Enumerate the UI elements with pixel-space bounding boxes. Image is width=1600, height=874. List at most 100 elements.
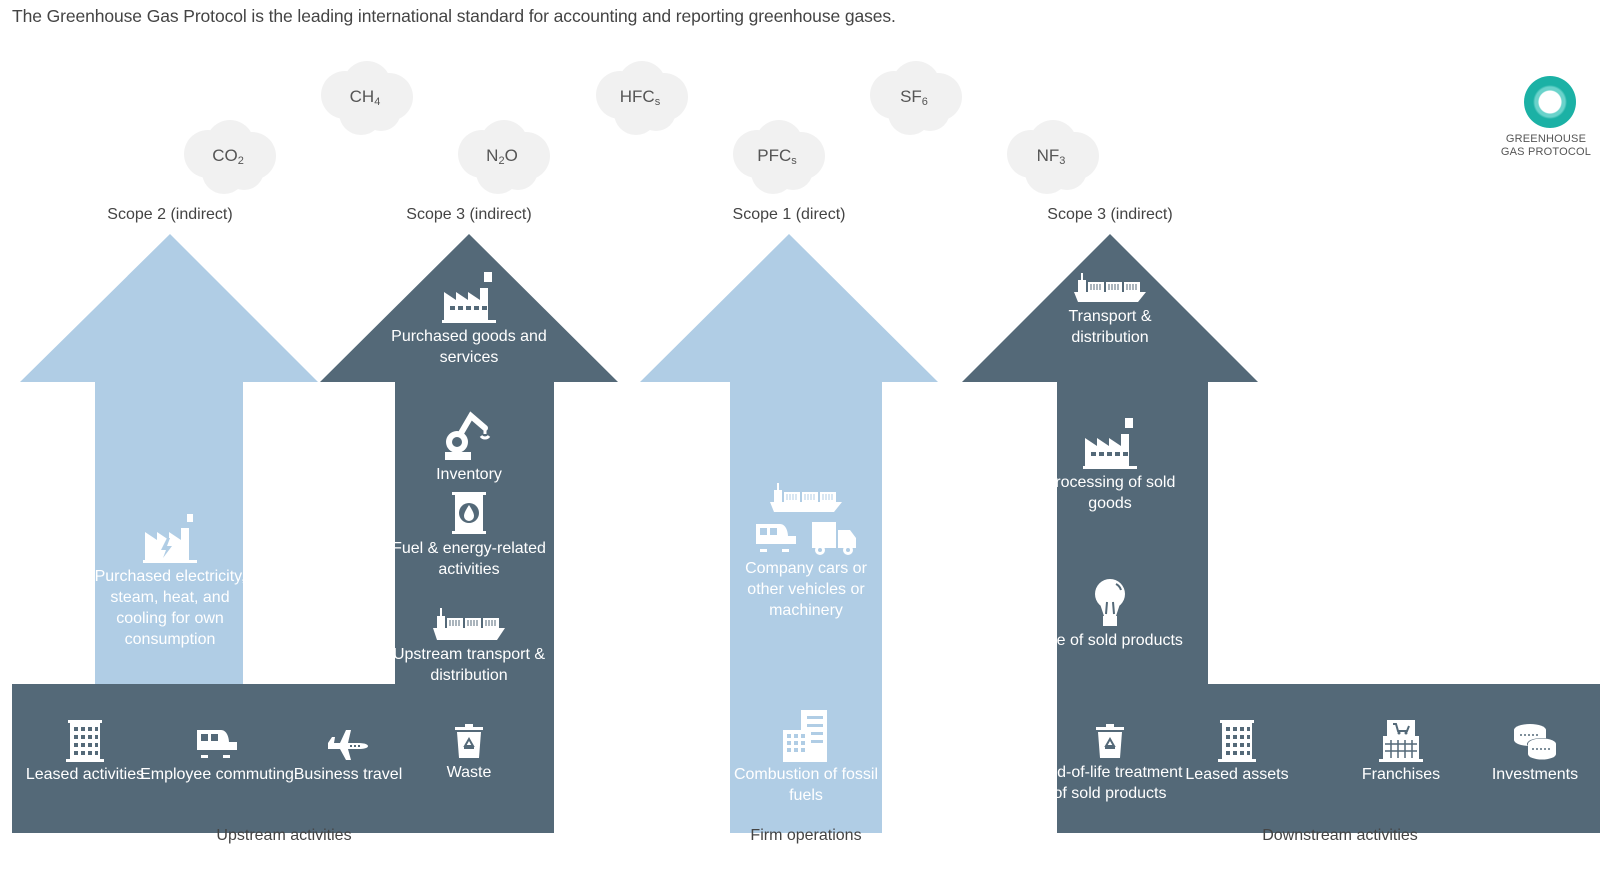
item-leased-assets: Leased assets xyxy=(1157,720,1317,785)
item-label: End-of-life treatment of sold products xyxy=(1037,764,1183,802)
item-label: Use of sold products xyxy=(1037,632,1183,649)
factory-icon xyxy=(442,272,496,323)
scope3-upstream-arrow xyxy=(12,234,618,833)
item-upstream-transport: Upstream transport & distribution xyxy=(389,606,549,686)
office-building-icon xyxy=(1218,720,1256,762)
item-purchased-goods: Purchased goods and services xyxy=(389,270,549,368)
item-label: Leased assets xyxy=(1185,766,1289,783)
scope-label-2: Scope 2 (indirect) xyxy=(107,206,233,223)
scope-label-3-downstream: Scope 3 (indirect) xyxy=(1047,206,1173,223)
cargo-ship-icon xyxy=(770,483,842,512)
item-business-travel: Business travel xyxy=(268,726,428,785)
cargo-ship-icon xyxy=(433,608,505,640)
item-inventory: Inventory xyxy=(389,406,549,485)
storefront-cart-icon xyxy=(1379,720,1423,762)
item-processing-sold: Processing of sold goods xyxy=(1030,416,1190,514)
item-transport-distribution: Transport & distribution xyxy=(1030,272,1190,348)
item-combustion: Combustion of fossil fuels xyxy=(726,710,886,806)
factory-icon xyxy=(1083,418,1137,469)
item-label: Leased activities xyxy=(25,766,145,783)
gas-subscript: 3 xyxy=(1059,155,1066,167)
gas-subscript: 2 xyxy=(498,155,505,167)
item-label: Fuel & energy-related activities xyxy=(392,540,546,578)
item-waste: Waste xyxy=(389,724,549,783)
item-end-of-life: End-of-life treatment of sold products xyxy=(1030,724,1190,804)
cloud-icon xyxy=(596,61,688,135)
gas-subscript: 2 xyxy=(237,155,244,167)
gas-label: HFC xyxy=(619,87,655,106)
item-label: Processing of sold goods xyxy=(1044,474,1176,512)
logo-line2: GAS PROTOCOL xyxy=(1500,146,1592,158)
item-label: Company cars or other vehicles or machin… xyxy=(745,560,867,619)
fuel-barrel-icon xyxy=(452,492,486,534)
item-label: Waste xyxy=(446,764,492,781)
gas-label: NF xyxy=(1036,146,1060,165)
robot-arm-icon xyxy=(445,411,491,460)
item-company-cars: Company cars or other vehicles or machin… xyxy=(726,482,886,621)
logo-line1: GREENHOUSE xyxy=(1505,133,1587,145)
item-leased-activities: Leased activities xyxy=(5,720,165,785)
item-purchased-electricity: Purchased electricity, steam, heat, and … xyxy=(90,510,250,650)
gas-label: CO xyxy=(212,146,238,165)
item-label: Transport & distribution xyxy=(1068,308,1152,346)
gas-cloud-nf3: NF3 xyxy=(1001,116,1101,196)
gas-cloud-ch4: CH4 xyxy=(315,57,415,137)
scope3-downstream-arrow xyxy=(962,234,1600,833)
item-label: Upstream transport & distribution xyxy=(392,646,546,684)
factory-lightning-icon xyxy=(143,514,197,563)
gas-subscript: 6 xyxy=(921,96,928,108)
item-investments: Investments xyxy=(1455,722,1600,785)
item-label: Franchises xyxy=(1361,766,1441,783)
gas-cloud-sf6: SF6 xyxy=(864,57,964,137)
section-firm: Firm operations xyxy=(750,827,862,844)
item-label: Purchased electricity, steam, heat, and … xyxy=(94,568,246,648)
gas-cloud-pfcs: PFCs xyxy=(727,116,827,196)
cloud-icon xyxy=(458,120,550,194)
gas-cloud-hfcs: HFCs xyxy=(590,57,690,137)
gas-subscript: s xyxy=(654,96,661,108)
item-label: Business travel xyxy=(293,766,403,783)
section-downstream: Downstream activities xyxy=(1262,827,1418,844)
gas-label-suffix: O xyxy=(504,146,518,165)
cargo-ship-icon xyxy=(1074,273,1146,302)
cloud-icon xyxy=(870,61,962,135)
section-upstream: Upstream activities xyxy=(216,827,352,844)
scope2-arrow xyxy=(20,234,318,684)
gas-cloud-n2o: N2O xyxy=(452,116,552,196)
item-fuel-energy: Fuel & energy-related activities xyxy=(389,490,549,580)
cloud-icon xyxy=(733,120,825,194)
item-employee-commuting: Employee commuting xyxy=(137,726,297,785)
gas-subscript: 4 xyxy=(374,96,381,108)
cloud-icon xyxy=(321,61,413,135)
gas-label: CH xyxy=(349,87,375,106)
train-icon xyxy=(197,730,237,758)
item-franchises: Franchises xyxy=(1321,720,1481,785)
gas-cloud-co2: CO2 xyxy=(178,116,278,196)
airplane-icon xyxy=(328,730,368,760)
office-building-icon xyxy=(66,720,104,762)
scope-label-3-upstream: Scope 3 (indirect) xyxy=(406,206,532,223)
item-label: Inventory xyxy=(436,466,502,483)
gas-label: N xyxy=(486,146,499,165)
item-label: Combustion of fossil fuels xyxy=(733,766,879,804)
recycle-bin-icon xyxy=(1096,724,1124,758)
cloud-icon xyxy=(1007,120,1099,194)
logo-ring-icon xyxy=(1524,76,1576,128)
buildings-icon xyxy=(783,710,827,762)
train-truck-icon xyxy=(756,522,856,555)
item-label: Investments xyxy=(1491,766,1579,783)
cloud-icon xyxy=(184,120,276,194)
coins-icon xyxy=(1514,724,1557,760)
item-use-sold: Use of sold products xyxy=(1030,578,1190,651)
scope1-arrow xyxy=(640,234,938,833)
recycle-bin-icon xyxy=(455,724,483,758)
item-label: Employee commuting xyxy=(140,766,294,783)
intro-text: The Greenhouse Gas Protocol is the leadi… xyxy=(12,6,896,26)
light-bulb-icon xyxy=(1095,579,1125,626)
scope-label-1: Scope 1 (direct) xyxy=(732,206,846,223)
item-label: Purchased goods and services xyxy=(391,328,547,366)
gas-label: SF xyxy=(900,87,922,106)
gas-subscript: s xyxy=(791,155,797,167)
